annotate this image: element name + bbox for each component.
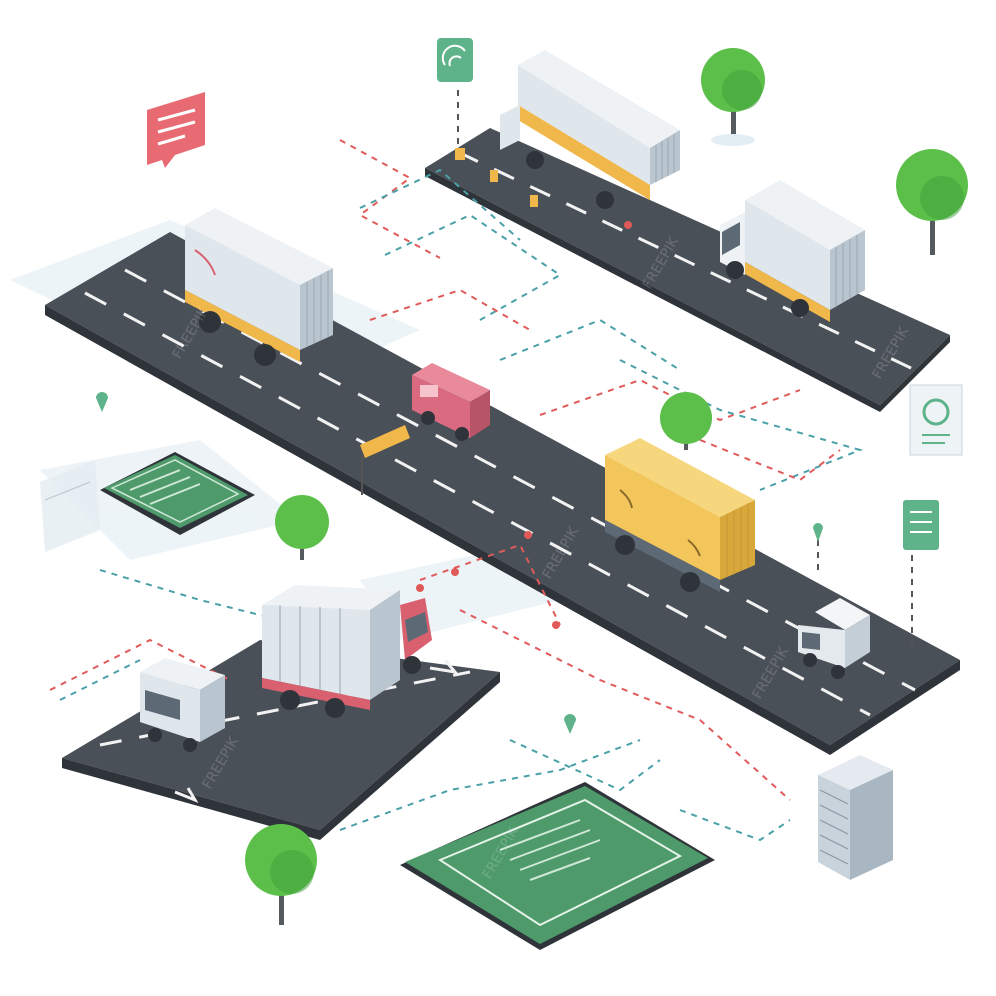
truck-top-right — [720, 180, 865, 322]
truck-left-white — [185, 208, 333, 366]
cones — [455, 148, 538, 207]
tree-top-center — [701, 48, 765, 146]
van-white — [798, 598, 870, 679]
truck-cab-small — [140, 658, 225, 752]
location-pin-icon — [96, 392, 823, 734]
truck-bottom-red-cab — [262, 585, 432, 718]
gate-sign — [360, 425, 410, 495]
van-pink — [412, 363, 490, 441]
building-server — [818, 755, 893, 880]
route-marker-icons — [416, 221, 632, 629]
pad-bottom-green — [400, 782, 715, 950]
tree-middle — [660, 392, 712, 450]
document-icon — [909, 384, 963, 456]
checklist-icon — [903, 500, 939, 550]
truck-top-container — [500, 50, 680, 209]
road-top-right — [425, 128, 950, 412]
platform-left — [40, 460, 100, 552]
road-bottom-left — [62, 640, 500, 840]
message-icon — [147, 92, 205, 168]
network-lines — [49, 90, 913, 842]
signal-icon — [437, 38, 473, 82]
tree-bottom-left — [245, 824, 317, 925]
board-left — [100, 452, 255, 535]
tree-left — [275, 495, 329, 560]
tree-top-right — [896, 149, 968, 255]
truck-yellow — [605, 438, 755, 592]
